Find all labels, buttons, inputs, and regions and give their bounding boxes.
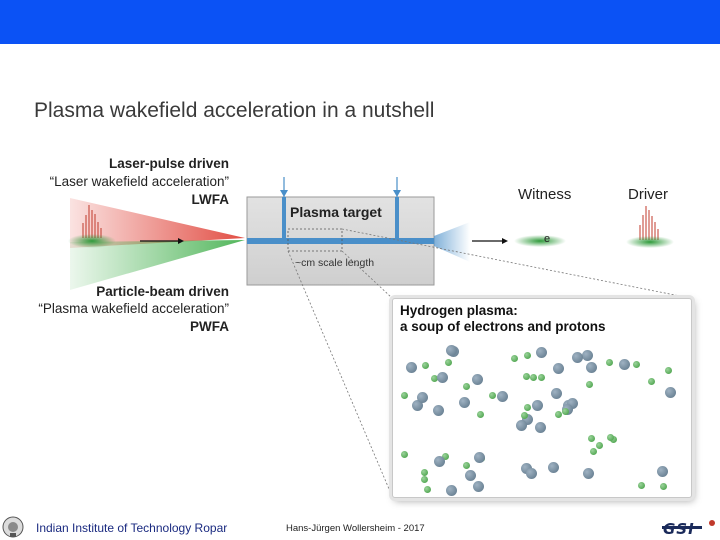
witness-label: Witness xyxy=(518,186,572,203)
exit-cone xyxy=(434,222,470,262)
proton-particle xyxy=(445,344,457,356)
driver-label: Driver xyxy=(628,186,668,203)
hydrogen-plasma-inset: Hydrogen plasma: a soup of electrons and… xyxy=(392,298,692,498)
electron-particle xyxy=(421,362,429,370)
footer-author: Hans-Jürgen Wollersheim - 2017 xyxy=(286,523,425,534)
proton-particle xyxy=(551,387,563,399)
proton-particle xyxy=(446,484,458,496)
slide-title: Plasma wakefield acceleration in a nutsh… xyxy=(34,99,435,122)
gsi-logo-icon xyxy=(662,520,715,529)
electron-particle xyxy=(488,391,496,399)
electron-particle xyxy=(463,382,471,390)
proton-particle xyxy=(581,350,593,362)
proton-particle xyxy=(664,387,676,399)
proton-particle xyxy=(473,480,485,492)
proton-particle xyxy=(582,467,594,479)
proton-particle xyxy=(496,390,508,402)
electron-label: e xyxy=(544,233,551,245)
plasma-target-box xyxy=(246,177,435,286)
electron-particle xyxy=(589,448,597,456)
proton-particle xyxy=(405,361,417,373)
electron-particle xyxy=(524,404,532,412)
electron-particle xyxy=(664,366,672,374)
header-bar xyxy=(0,0,720,44)
proton-particle xyxy=(553,362,565,374)
electron-particle xyxy=(444,359,452,367)
proton-particle xyxy=(474,452,486,464)
proton-particle xyxy=(548,461,560,473)
electron-particle xyxy=(400,392,408,400)
electron-particle xyxy=(648,378,656,386)
electron-particle xyxy=(423,485,431,493)
electron-particle xyxy=(431,375,439,383)
plasma-target-label: Plasma target xyxy=(290,204,382,220)
electron-particle xyxy=(511,355,519,363)
proton-particle xyxy=(535,421,547,433)
witness-bunch xyxy=(514,235,566,247)
driver-bunch-right xyxy=(626,236,674,248)
laser-beam-fan xyxy=(70,198,245,248)
proton-particle xyxy=(531,400,543,412)
laser-driven-quote: “Laser wakefield acceleration” xyxy=(49,174,229,189)
driver-bunch-left xyxy=(68,234,116,248)
electron-particle xyxy=(529,373,537,381)
proton-particle xyxy=(536,346,548,358)
electron-particle xyxy=(462,461,470,469)
proton-particle xyxy=(436,372,448,384)
proton-particle xyxy=(412,400,424,411)
iit-ropar-logo-icon xyxy=(2,516,24,538)
inset-title-line1: Hydrogen plasma: xyxy=(400,303,518,318)
electron-particle xyxy=(520,412,528,420)
electron-particle xyxy=(554,411,562,419)
proton-particle xyxy=(433,456,445,468)
scale-length-label: ~cm scale length xyxy=(295,257,375,269)
electron-particle xyxy=(595,442,603,450)
outgoing-arrow xyxy=(472,238,508,244)
beam-driven-heading: Particle-beam driven xyxy=(96,284,229,299)
laser-driven-heading: Laser-pulse driven xyxy=(108,156,229,171)
proton-particle xyxy=(416,391,428,403)
electron-particle xyxy=(633,360,641,368)
electron-particle xyxy=(420,469,428,477)
proton-particle xyxy=(472,374,484,386)
proton-particle xyxy=(566,398,578,410)
electron-particle xyxy=(606,433,614,441)
electron-particle xyxy=(524,352,532,360)
particle-beam-fan xyxy=(70,240,245,290)
electron-particle xyxy=(476,411,484,419)
proton-particle xyxy=(432,404,444,416)
electron-particle xyxy=(401,450,409,458)
proton-particle xyxy=(465,469,477,481)
zoom-lines xyxy=(287,228,691,497)
inset-title-line2: a soup of electrons and protons xyxy=(400,319,606,334)
proton-particle xyxy=(515,420,527,432)
electron-particle xyxy=(421,476,429,484)
gsi-logo-text: GSI xyxy=(663,520,695,538)
electron-particle xyxy=(522,373,530,381)
footer-institute: Indian Institute of Technology Ropar xyxy=(36,521,228,535)
proton-particle xyxy=(522,413,534,425)
electron-particle xyxy=(660,482,668,490)
electron-particle xyxy=(537,373,545,381)
laser-pulse-right xyxy=(639,206,659,240)
proton-particle xyxy=(618,359,630,371)
proton-particle xyxy=(572,351,584,363)
electron-particle xyxy=(605,358,613,366)
electron-particle xyxy=(441,453,449,461)
proton-particle xyxy=(525,468,537,480)
pwfa-label: PWFA xyxy=(190,319,229,334)
inset-title: Hydrogen plasma: a soup of electrons and… xyxy=(400,303,606,335)
beam-driven-quote: “Plasma wakefield acceleration” xyxy=(38,301,229,316)
lwfa-label: LWFA xyxy=(191,192,230,207)
electron-particle xyxy=(562,408,570,416)
proton-particle xyxy=(520,463,532,475)
electron-particle xyxy=(637,482,645,490)
incoming-arrow xyxy=(140,238,184,244)
proton-particle xyxy=(585,362,597,374)
proton-particle xyxy=(458,397,470,409)
proton-particle xyxy=(656,466,668,478)
electron-particle xyxy=(588,434,596,442)
electron-particle xyxy=(585,380,593,388)
